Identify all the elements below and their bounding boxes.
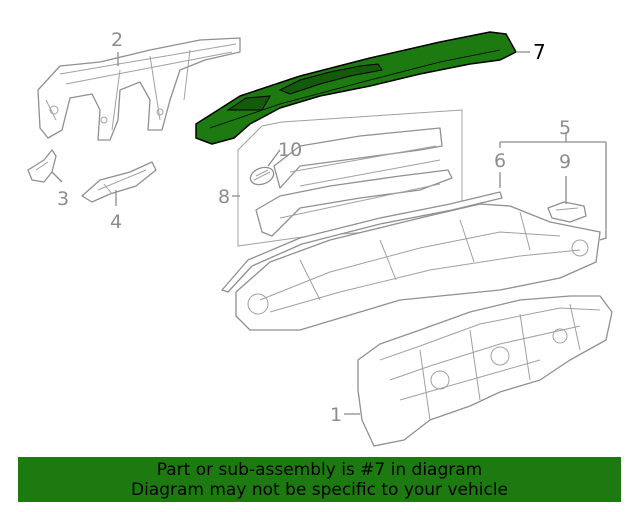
part-4-bracket[interactable]: [81, 161, 157, 203]
callout-5: 5: [559, 117, 571, 139]
highlight-notice-banner: Part or sub-assembly is #7 in diagram Di…: [18, 457, 621, 502]
callout-1: 1: [330, 404, 342, 426]
part-6-seal-strip[interactable]: [221, 191, 503, 293]
banner-line-1: Part or sub-assembly is #7 in diagram: [156, 460, 483, 480]
leader-lines: [51, 51, 607, 415]
instrument-panel-carrier[interactable]: [235, 203, 601, 331]
callout-7: 7: [533, 40, 546, 64]
banner-line-2: Diagram may not be specific to your vehi…: [130, 480, 508, 500]
part-2-cross-car-beam[interactable]: [37, 37, 241, 141]
callout-4: 4: [110, 211, 122, 233]
part-10-vent-grille[interactable]: [248, 164, 276, 187]
callout-2: 2: [111, 29, 123, 51]
part-7-fill: [195, 31, 517, 145]
callout-10: 10: [278, 139, 302, 161]
callout-8: 8: [218, 186, 230, 208]
callout-9: 9: [559, 151, 571, 173]
callout-3: 3: [57, 188, 69, 210]
part-3-bracket[interactable]: [27, 149, 57, 183]
defroster-duct[interactable]: [255, 127, 453, 237]
part-9-switch[interactable]: [547, 201, 587, 223]
part-7-upper-trim-panel[interactable]: [195, 31, 517, 145]
callout-6: 6: [494, 150, 506, 172]
part-8-group-box: [237, 109, 463, 247]
part-1-lower-frame[interactable]: [357, 295, 613, 447]
exploded-parts-diagram: 1 2 3 4 5 6 7 8 9 10: [27, 29, 613, 447]
